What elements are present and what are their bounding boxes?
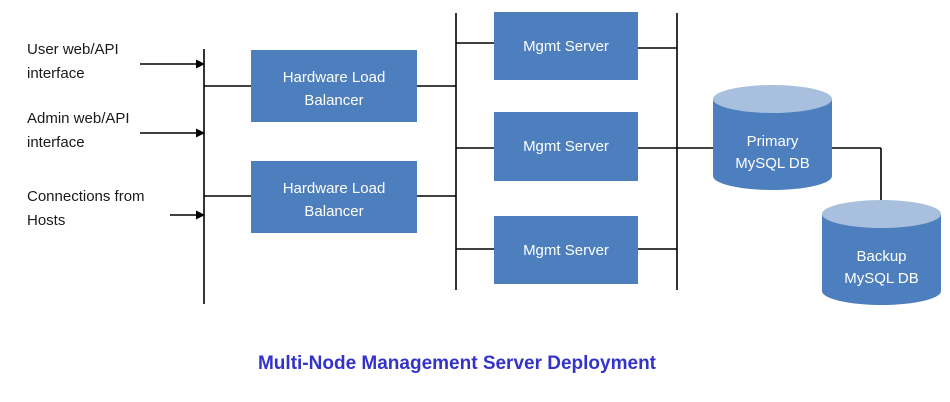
node-label: Primary MySQL DB bbox=[713, 131, 832, 175]
input-label-line: Connections from bbox=[27, 188, 145, 205]
db-label-line: MySQL DB bbox=[844, 270, 919, 287]
diagram-title: Multi-Node Management Server Deployment bbox=[257, 353, 657, 374]
input-label-line: interface bbox=[27, 65, 85, 82]
arrow-admin-head bbox=[196, 128, 205, 138]
db-label-line: Backup bbox=[856, 248, 907, 265]
cylinder-top bbox=[713, 85, 832, 113]
input-label-connections-hosts: Connections from Hosts bbox=[27, 185, 145, 233]
node-mgmt-server-2: Mgmt Server bbox=[494, 112, 638, 181]
node-primary-mysql-db: Primary MySQL DB bbox=[713, 85, 832, 190]
node-hardware-load-balancer-2: Hardware Load Balancer bbox=[251, 161, 417, 233]
node-label: Backup MySQL DB bbox=[822, 246, 941, 290]
input-label-line: User web/API bbox=[27, 41, 119, 58]
input-label-admin-web-api: Admin web/API interface bbox=[27, 107, 130, 155]
node-mgmt-server-3: Mgmt Server bbox=[494, 216, 638, 284]
node-label: Hardware Load Balancer bbox=[282, 180, 386, 220]
node-label: Hardware Load Balancer bbox=[282, 69, 386, 109]
arrow-hosts-head bbox=[196, 210, 205, 220]
node-hardware-load-balancer-1: Hardware Load Balancer bbox=[251, 50, 417, 122]
input-label-line: interface bbox=[27, 134, 85, 151]
arrow-user-head bbox=[196, 59, 205, 69]
node-label: Mgmt Server bbox=[523, 138, 609, 155]
input-label-line: Admin web/API bbox=[27, 110, 130, 127]
db-label-line: MySQL DB bbox=[735, 155, 810, 172]
input-label-line: Hosts bbox=[27, 212, 66, 229]
cylinder-top bbox=[822, 200, 941, 228]
node-backup-mysql-db: Backup MySQL DB bbox=[822, 200, 941, 305]
node-label: Mgmt Server bbox=[523, 37, 609, 55]
db-label-line: Primary bbox=[746, 133, 799, 150]
node-label: Mgmt Server bbox=[523, 241, 609, 259]
input-label-user-web-api: User web/API interface bbox=[27, 38, 119, 86]
node-mgmt-server-1: Mgmt Server bbox=[494, 12, 638, 80]
